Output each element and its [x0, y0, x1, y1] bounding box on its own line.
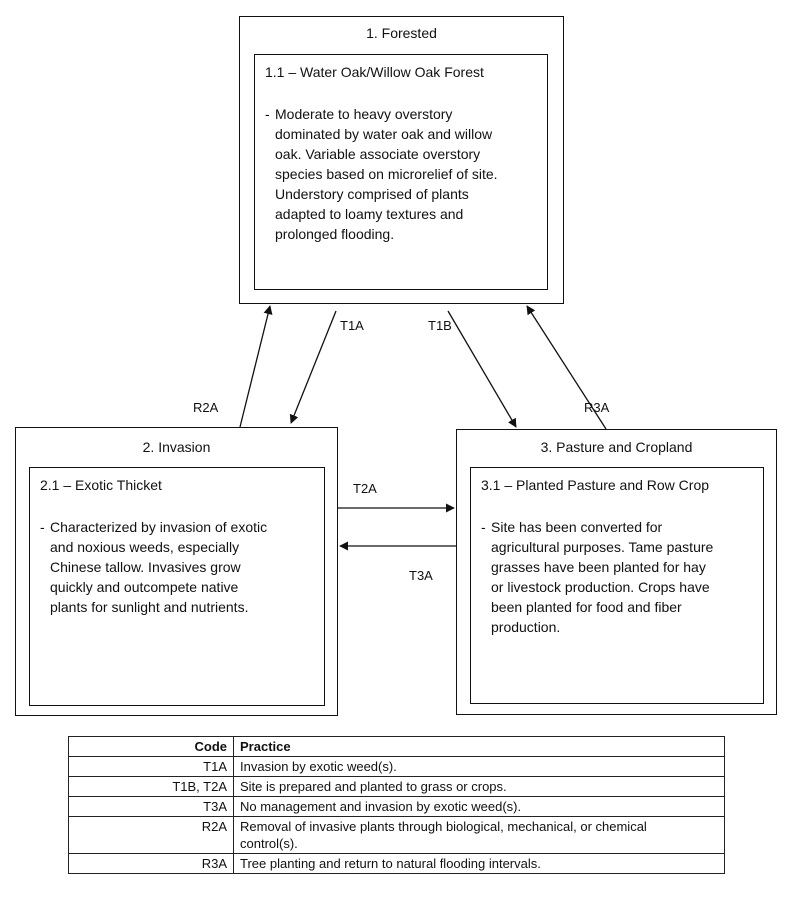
legend-code: T3A	[68, 796, 234, 817]
legend-table: Code Practice T1A Invasion by exotic wee…	[68, 736, 725, 874]
phase-description-text: Site has been converted for agricultural…	[491, 519, 714, 635]
phase-description-text: Characterized by invasion of exotic and …	[50, 519, 268, 615]
arrow-r2a	[239, 305, 273, 428]
phase-description: - Moderate to heavy overstory dominated …	[265, 104, 545, 244]
legend-practice: Removal of invasive plants through biolo…	[233, 816, 725, 854]
phase-box: 2.1 – Exotic Thicket - Characterized by …	[29, 467, 325, 706]
phase-title: 2.1 – Exotic Thicket	[40, 477, 162, 493]
label-t1b: T1B	[428, 318, 452, 333]
legend-header-code: Code	[68, 736, 234, 757]
phase-title: 3.1 – Planted Pasture and Row Crop	[481, 477, 710, 493]
state-title: 2. Invasion	[142, 439, 211, 455]
table-row: T3A No management and invasion by exotic…	[68, 796, 725, 817]
phase-title: 1.1 – Water Oak/Willow Oak Forest	[265, 64, 484, 80]
table-row: R2A Removal of invasive plants through b…	[68, 816, 725, 854]
state-invasion: 2. Invasion 2.1 – Exotic Thicket - Chara…	[15, 427, 338, 716]
bullet-dash: -	[265, 106, 270, 122]
bullet-dash: -	[40, 519, 45, 535]
legend-practice: Invasion by exotic weed(s).	[233, 756, 725, 777]
phase-description: - Site has been converted for agricultur…	[481, 517, 763, 637]
state-title: 1. Forested	[366, 25, 437, 41]
table-row: T1B, T2A Site is prepared and planted to…	[68, 776, 725, 797]
arrow-t1b	[447, 310, 517, 428]
legend-code: R2A	[68, 816, 234, 854]
legend-header-row: Code Practice	[68, 736, 725, 757]
bullet-dash: -	[481, 519, 486, 535]
phase-box: 3.1 – Planted Pasture and Row Crop - Sit…	[470, 467, 764, 704]
label-r3a: R3A	[584, 400, 610, 415]
state-pasture-cropland: 3. Pasture and Cropland 3.1 – Planted Pa…	[456, 429, 777, 715]
arrow-t1a	[289, 310, 337, 424]
legend-practice: Site is prepared and planted to grass or…	[233, 776, 725, 797]
legend-header-practice: Practice	[233, 736, 725, 757]
label-t1a: T1A	[340, 318, 364, 333]
table-row: T1A Invasion by exotic weed(s).	[68, 756, 725, 777]
state-forested: 1. Forested 1.1 – Water Oak/Willow Oak F…	[239, 16, 564, 304]
legend-practice: No management and invasion by exotic wee…	[233, 796, 725, 817]
phase-description-text: Moderate to heavy overstory dominated by…	[275, 106, 498, 242]
legend-code: T1A	[68, 756, 234, 777]
label-t3a: T3A	[409, 568, 433, 583]
table-row: R3A Tree planting and return to natural …	[68, 853, 725, 874]
legend-code: R3A	[68, 853, 234, 874]
label-t2a: T2A	[353, 481, 377, 496]
label-r2a: R2A	[193, 400, 219, 415]
legend-code: T1B, T2A	[68, 776, 234, 797]
legend-practice: Tree planting and return to natural floo…	[233, 853, 725, 874]
phase-box: 1.1 – Water Oak/Willow Oak Forest - Mode…	[254, 54, 548, 290]
state-title: 3. Pasture and Cropland	[540, 439, 693, 455]
phase-description: - Characterized by invasion of exotic an…	[40, 517, 322, 617]
